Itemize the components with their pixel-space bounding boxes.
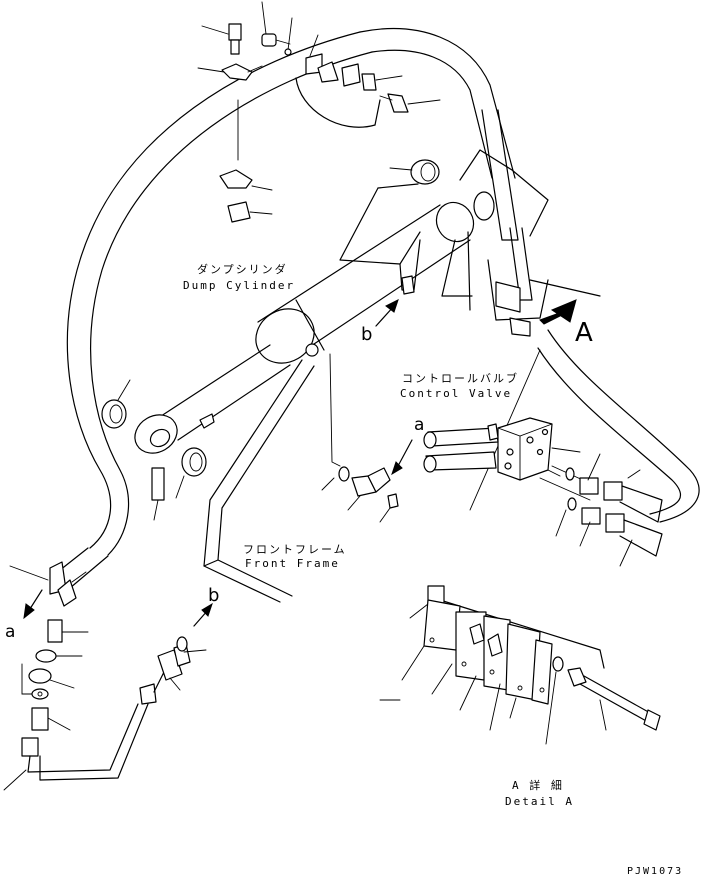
valve-fittings: [547, 453, 663, 567]
detail-a: [379, 585, 661, 745]
callout-arrow-b-mid: [375, 299, 399, 327]
pins: [101, 159, 495, 521]
callout-a-top: a: [414, 415, 425, 435]
top-fasteners: [197, 1, 441, 223]
bolt-head: [228, 23, 242, 41]
front-frame-label-jp: フロントフレーム: [243, 543, 347, 556]
left-hose-assembly: [3, 547, 213, 791]
callout-b-mid: b: [361, 324, 373, 345]
callout-b-bottom: b: [208, 585, 220, 606]
callout-a-left: a: [5, 622, 16, 642]
upper-hose: [66, 28, 516, 556]
detail-a-label-jp: A 詳 細: [512, 779, 564, 792]
dump-cylinder: [134, 183, 475, 454]
control-valve-label-en: Control Valve: [400, 387, 513, 400]
view-a-marker: A: [575, 318, 593, 348]
dump-cylinder-label-en: Dump Cylinder: [183, 279, 296, 292]
drawing-code: PJW1073: [627, 866, 684, 877]
control-valve: [423, 417, 597, 501]
front-frame: [203, 359, 315, 603]
detail-a-label-en: Detail A: [505, 795, 574, 808]
front-frame-label-en: Front Frame: [245, 557, 340, 570]
control-valve-label-jp: コントロールバルブ: [402, 372, 519, 385]
frame-structure: [441, 109, 700, 523]
dump-cylinder-label-jp: ダンプシリンダ: [197, 263, 288, 276]
elbow-fitting: [321, 353, 413, 523]
